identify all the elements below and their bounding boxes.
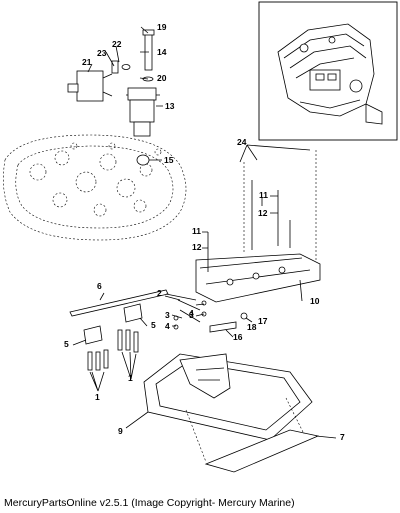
- callout-4-lower: 4: [165, 321, 170, 331]
- small-hardware: [69, 289, 248, 371]
- mounting-plate-10: [195, 150, 321, 303]
- callout-20: 20: [157, 73, 167, 83]
- manifold-outline: [3, 134, 187, 241]
- callout-12-upper: 12: [258, 208, 268, 218]
- callout-14: 14: [157, 47, 167, 57]
- callout-11-lower: 11: [192, 226, 201, 236]
- callout-6: 6: [97, 281, 102, 291]
- callout-23: 23: [97, 48, 107, 58]
- engine-inset-view: [258, 1, 398, 141]
- callout-15: 15: [164, 155, 174, 165]
- callout-3-lower: 3: [165, 310, 170, 320]
- callout-11-upper: 11: [259, 190, 268, 200]
- callout-5-right: 5: [151, 320, 156, 330]
- callout-2: 2: [157, 288, 162, 298]
- callout-10: 10: [310, 296, 320, 306]
- callout-9: 9: [118, 426, 123, 436]
- callout-4-upper: 4: [189, 308, 194, 318]
- callout-13: 13: [165, 101, 175, 111]
- callout-3-upper: 3: [189, 310, 194, 320]
- callout-22: 22: [112, 39, 122, 49]
- callout-19: 19: [157, 22, 167, 32]
- image-copyright-footer: MercuryPartsOnline v2.5.1 (Image Copyrig…: [4, 497, 295, 509]
- actuator-group: [67, 29, 160, 166]
- callout-24: 24: [237, 137, 247, 147]
- callout-5-left: 5: [64, 339, 69, 349]
- callout-1-right: 1: [128, 373, 133, 383]
- callout-7: 7: [340, 432, 345, 442]
- callout-labels: 19 22 14 23 21 20 13 24 15 11 12 11 12 6…: [64, 22, 345, 442]
- callout-1-left: 1: [95, 392, 100, 402]
- callout-12-lower: 12: [192, 242, 202, 252]
- base-tray-9: [143, 353, 313, 441]
- callout-18: 18: [247, 322, 257, 332]
- leader-lines: [72, 26, 337, 439]
- callout-16: 16: [233, 332, 243, 342]
- callout-17: 17: [258, 316, 268, 326]
- callout-21: 21: [82, 57, 92, 67]
